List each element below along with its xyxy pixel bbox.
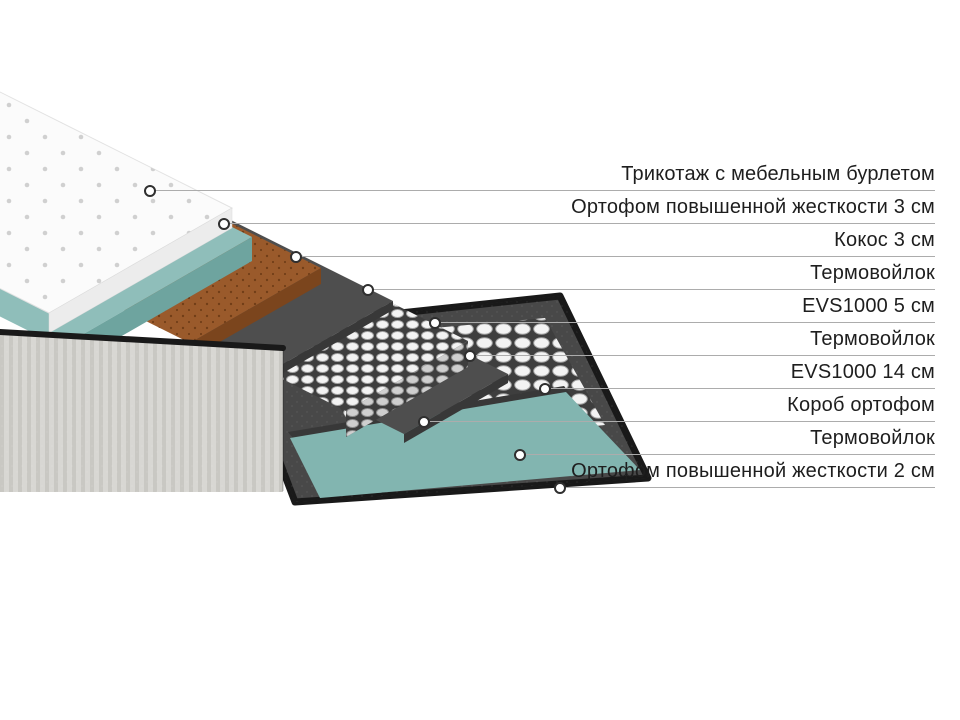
layer-marker-dot bbox=[362, 284, 374, 296]
orthofoam-box-graphic bbox=[290, 392, 640, 498]
layer-label: Термовойлок bbox=[810, 262, 935, 284]
layer-label: Ортофом повышенной жесткости 2 см bbox=[571, 460, 935, 482]
layer-label: Ортофом повышенной жесткости 3 см bbox=[571, 196, 935, 218]
layer-row-knit-cover: Трикотаж с мебельным бурлетом bbox=[144, 163, 935, 197]
layer-quilted-cover-graphic bbox=[0, 91, 234, 334]
layer-marker-dot bbox=[554, 482, 566, 494]
layer-label: EVS1000 5 см bbox=[802, 295, 935, 317]
layer-row-orthofoam-box: Короб ортофом bbox=[418, 394, 935, 428]
base-fabric-graphic bbox=[0, 329, 286, 492]
layer-marker-dot bbox=[290, 251, 302, 263]
layer-marker-dot bbox=[514, 449, 526, 461]
layer-marker-dot bbox=[464, 350, 476, 362]
layer-label: Короб ортофом bbox=[787, 394, 935, 416]
layer-row-thermofelt-2: Термовойлок bbox=[464, 328, 935, 362]
layer-marker-dot bbox=[429, 317, 441, 329]
layer-label: Термовойлок bbox=[810, 328, 935, 350]
layer-marker-dot bbox=[418, 416, 430, 428]
layer-row-orthofoam-2cm: Ортофом повышенной жесткости 2 см bbox=[554, 460, 935, 494]
layer-label: Трикотаж с мебельным бурлетом bbox=[621, 163, 935, 185]
layer-row-evs1000-14cm: EVS1000 14 см bbox=[539, 361, 935, 395]
layer-label: Кокос 3 см bbox=[834, 229, 935, 251]
layer-label: Термовойлок bbox=[810, 427, 935, 449]
layer-marker-dot bbox=[144, 185, 156, 197]
layer-row-evs1000-5cm: EVS1000 5 см bbox=[429, 295, 935, 329]
layer-row-orthofoam-3cm: Ортофом повышенной жесткости 3 см bbox=[218, 196, 935, 230]
layer-marker-dot bbox=[539, 383, 551, 395]
layer-row-coconut-3cm: Кокос 3 см bbox=[290, 229, 935, 263]
layer-marker-dot bbox=[218, 218, 230, 230]
layer-row-thermofelt-1: Термовойлок bbox=[362, 262, 935, 296]
layer-row-thermofelt-3: Термовойлок bbox=[514, 427, 935, 461]
layer-label: EVS1000 14 см bbox=[790, 361, 935, 383]
